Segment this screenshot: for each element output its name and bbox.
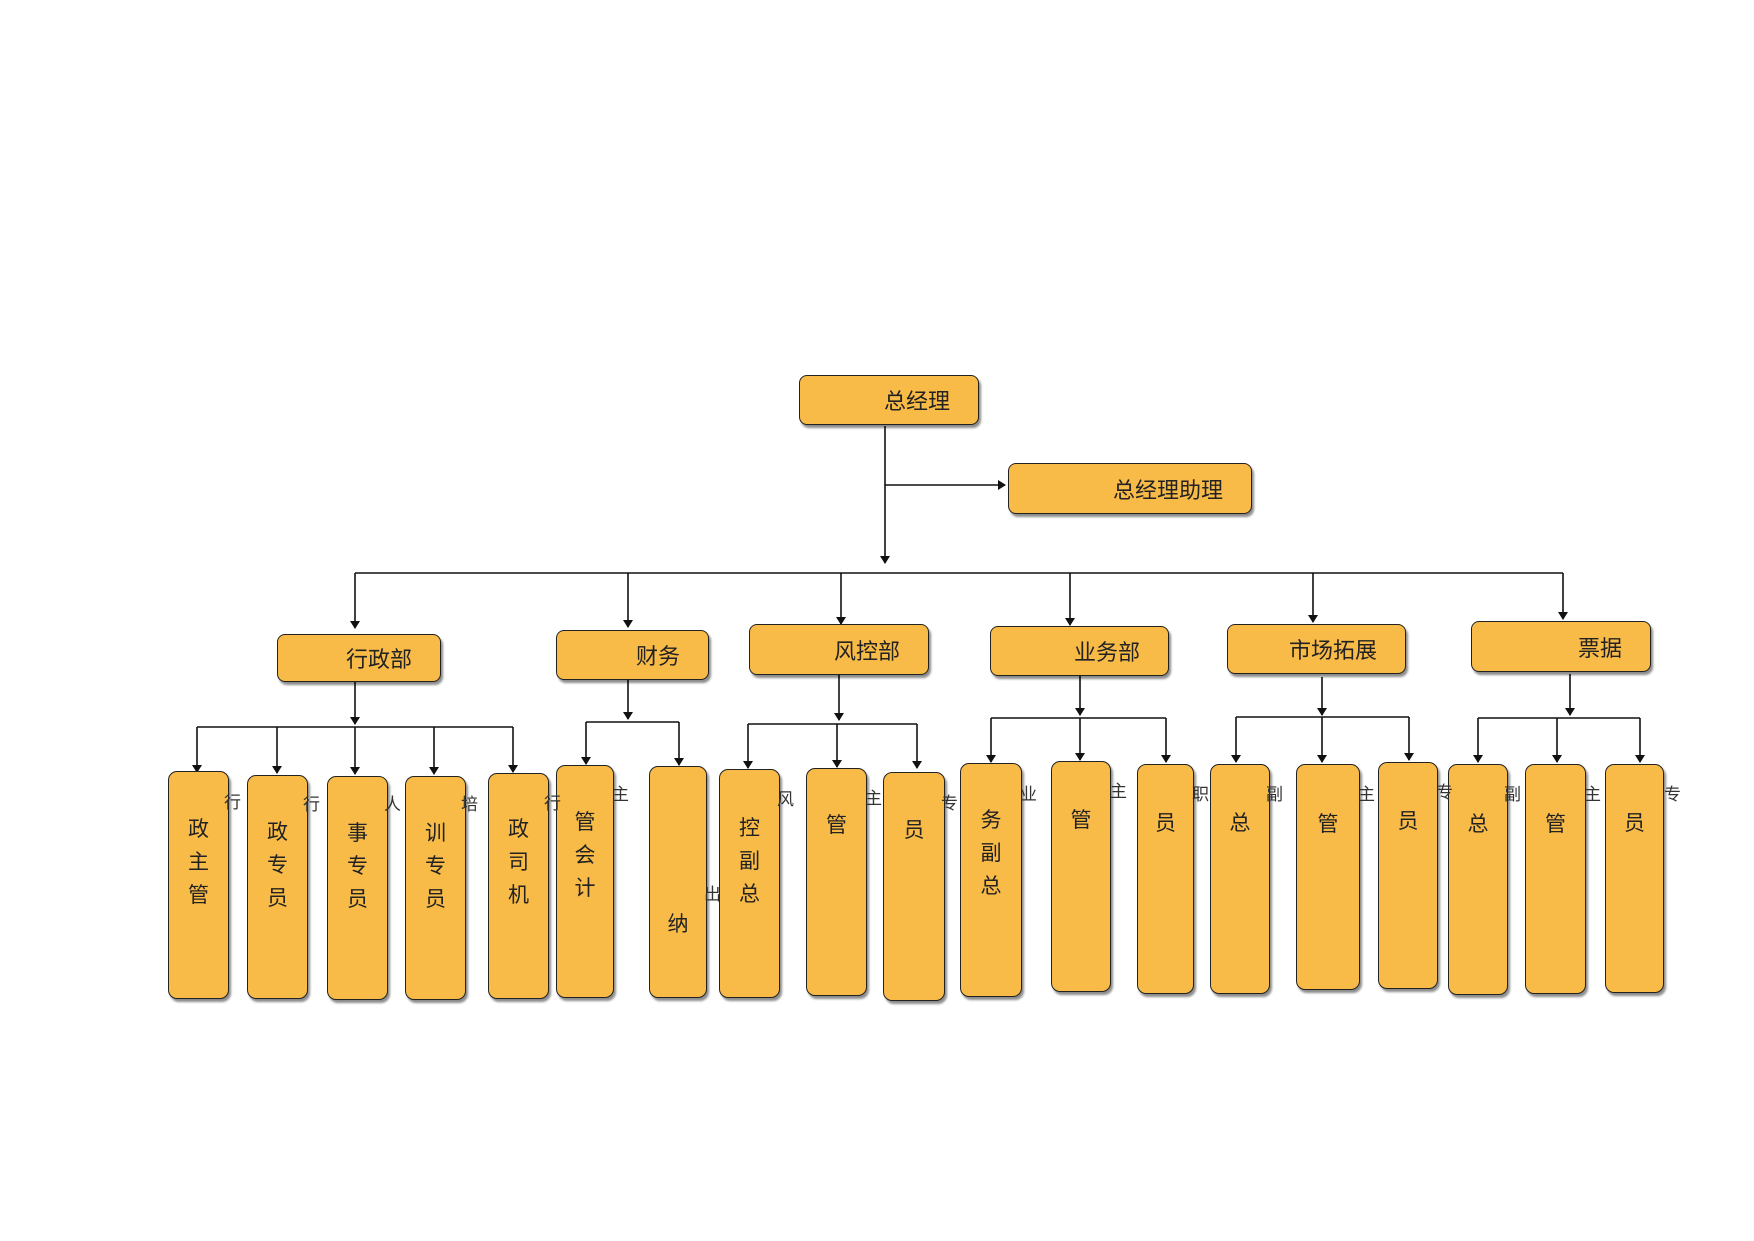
- position-node: 控 副 总: [719, 769, 780, 998]
- stray-glyph: 行: [224, 793, 241, 813]
- stray-glyph: 职: [1192, 785, 1209, 805]
- stray-glyph: 业: [1020, 785, 1037, 805]
- position-node: 训 专 员: [405, 776, 466, 1000]
- node-label: 总经理助理: [1112, 478, 1223, 504]
- general-manager-node: 总经理: [799, 375, 979, 425]
- stray-glyph: 副: [1504, 785, 1521, 805]
- stray-glyph: 主: [1110, 782, 1127, 802]
- node-label: 总经理: [883, 390, 950, 415]
- position-label: 训 专 员: [425, 821, 446, 911]
- stray-glyph: 培: [461, 795, 478, 815]
- position-node: 管: [806, 768, 867, 996]
- department-node: 票据: [1471, 621, 1651, 672]
- position-node: 政 司 机: [488, 773, 549, 999]
- position-node: 管: [1525, 764, 1586, 994]
- position-node: 纳: [649, 766, 707, 998]
- department-node: 风控部: [749, 624, 929, 675]
- position-label: 控 副 总: [739, 816, 760, 906]
- position-label: 纳: [667, 912, 689, 936]
- position-label: 总: [1467, 812, 1489, 836]
- stray-glyph: 行: [544, 794, 561, 814]
- stray-glyph: 行: [303, 795, 320, 815]
- stray-glyph: 人: [384, 795, 401, 815]
- position-node: 管: [1051, 761, 1111, 992]
- position-label: 总: [1229, 811, 1251, 835]
- position-label: 管: [826, 813, 847, 837]
- node-label: 财务: [635, 645, 680, 670]
- node-label: 市场拓展: [1288, 639, 1377, 664]
- position-label: 务 副 总: [980, 808, 1002, 898]
- assistant-node: 总经理助理: [1008, 463, 1252, 514]
- position-label: 员: [1397, 809, 1419, 833]
- position-node: 总: [1210, 764, 1270, 994]
- position-node: 员: [1605, 764, 1664, 993]
- position-node: 管 会 计: [556, 765, 614, 998]
- stray-glyph: 风: [777, 790, 794, 810]
- node-label: 业务部: [1073, 641, 1140, 666]
- stray-glyph: 专: [1664, 785, 1681, 805]
- department-node: 业务部: [990, 626, 1169, 676]
- position-label: 员: [1155, 811, 1176, 835]
- position-label: 事 专 员: [347, 821, 368, 911]
- stray-glyph: 专: [941, 794, 958, 814]
- stray-glyph: 主: [865, 789, 882, 809]
- position-label: 员: [1624, 811, 1645, 835]
- position-node: 管: [1296, 764, 1360, 990]
- position-label: 员: [903, 818, 925, 842]
- position-node: 事 专 员: [327, 776, 388, 1000]
- position-node: 员: [883, 772, 945, 1001]
- position-label: 管: [1545, 812, 1566, 836]
- department-node: 市场拓展: [1227, 624, 1406, 674]
- node-label: 票据: [1577, 636, 1622, 662]
- stray-glyph: 出: [704, 885, 721, 905]
- position-node: 员: [1137, 764, 1194, 994]
- node-label: 风控部: [833, 639, 900, 665]
- position-node: 政 专 员: [247, 775, 308, 999]
- department-node: 财务: [556, 630, 709, 680]
- stray-glyph: 主: [1358, 785, 1375, 805]
- position-label: 管: [1070, 808, 1092, 832]
- position-label: 管 会 计: [574, 810, 596, 900]
- stray-glyph: 副: [1266, 785, 1283, 805]
- position-label: 管: [1317, 812, 1339, 836]
- position-node: 务 副 总: [960, 763, 1022, 997]
- node-label: 行政部: [345, 648, 412, 673]
- position-label: 政 司 机: [508, 817, 529, 907]
- department-node: 行政部: [277, 634, 441, 682]
- position-label: 政 主 管: [188, 817, 209, 907]
- position-node: 总: [1448, 764, 1508, 995]
- stray-glyph: 专: [1436, 783, 1453, 803]
- position-node: 政 主 管: [168, 771, 229, 999]
- stray-glyph: 主: [1584, 785, 1601, 805]
- stray-glyph: 主: [612, 785, 629, 805]
- position-label: 政 专 员: [267, 820, 288, 910]
- position-node: 员: [1378, 762, 1438, 989]
